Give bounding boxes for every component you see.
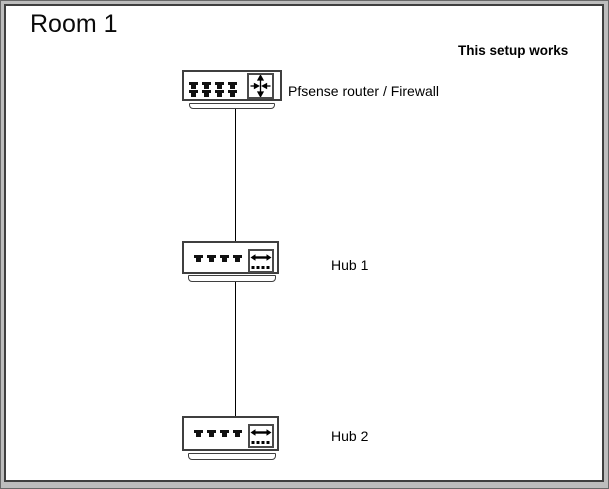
rj45-port-icon xyxy=(189,82,198,89)
rj45-port-icon xyxy=(194,430,203,437)
ethernet-ports xyxy=(194,430,242,437)
device-base xyxy=(189,103,275,109)
rj45-port-icon xyxy=(202,82,211,89)
device-router xyxy=(182,70,282,101)
connection-line-hub1-hub2 xyxy=(235,282,236,416)
device-label-hub1: Hub 1 xyxy=(331,257,369,273)
rj45-port-icon xyxy=(228,82,237,89)
ethernet-ports xyxy=(189,82,237,97)
router-arrows-icon xyxy=(247,73,274,99)
page-title: Room 1 xyxy=(30,10,118,38)
rj45-port-icon xyxy=(202,90,211,97)
connection-line-router-hub1 xyxy=(235,109,236,241)
rj45-port-icon xyxy=(207,255,216,262)
rj45-port-icon xyxy=(189,90,198,97)
device-hub2 xyxy=(182,416,279,451)
rj45-port-icon xyxy=(220,255,229,262)
hub-double-arrow-icon xyxy=(248,249,274,273)
room-boundary-box: Room 1 This setup works xyxy=(4,4,604,482)
device-base xyxy=(188,453,276,460)
rj45-port-icon xyxy=(233,430,242,437)
rj45-port-icon xyxy=(215,82,224,89)
ethernet-ports xyxy=(194,255,242,262)
device-label-router: Pfsense router / Firewall xyxy=(288,83,439,99)
setup-note: This setup works xyxy=(458,43,569,58)
rj45-port-icon xyxy=(194,255,203,262)
rj45-port-icon xyxy=(215,90,224,97)
hub-double-arrow-icon xyxy=(248,424,274,448)
device-base xyxy=(188,275,276,282)
rj45-port-icon xyxy=(220,430,229,437)
rj45-port-icon xyxy=(233,255,242,262)
rj45-port-icon xyxy=(228,90,237,97)
device-label-hub2: Hub 2 xyxy=(331,428,369,444)
device-hub1 xyxy=(182,241,279,274)
rj45-port-icon xyxy=(207,430,216,437)
